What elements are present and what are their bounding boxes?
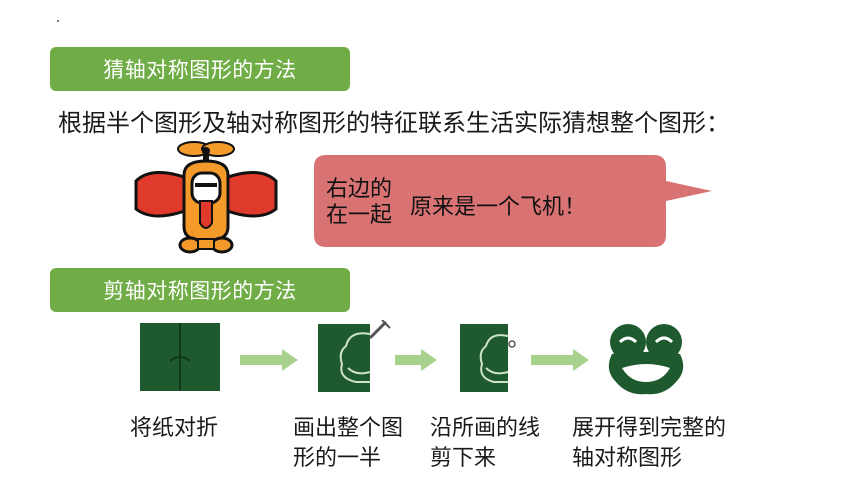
step-caption-line: 沿所画的线	[430, 416, 541, 441]
step-caption-line: 轴对称图形	[572, 446, 683, 471]
speech-bubble: 右边的 在一起 原来是一个飞机！	[314, 155, 714, 250]
folded-paper-image	[140, 323, 220, 395]
cut-along-line-image	[460, 324, 516, 396]
step-caption-draw: 画出整个图 形的一半	[293, 414, 403, 474]
step-caption-unfold: 展开得到完整的 轴对称图形	[572, 414, 726, 474]
intro-text: 根据半个图形及轴对称图形的特征联系生活实际猜想整个图形：	[58, 109, 730, 137]
section-title-guess-text: 猜轴对称图形的方法	[103, 58, 297, 82]
arrow-right-icon	[395, 349, 437, 375]
draw-half-image	[316, 319, 396, 396]
arrow-right-icon	[531, 349, 589, 375]
step-caption-line: 画出整个图	[293, 416, 404, 441]
step-caption-line: 剪下来	[430, 446, 497, 471]
section-title-guess: 猜轴对称图形的方法	[50, 47, 350, 91]
bubble-side-line2: 在一起	[326, 203, 393, 228]
step-caption-cut: 沿所画的线 剪下来	[430, 414, 540, 474]
frog-shape-image	[604, 320, 688, 400]
step-caption-line: 形的一半	[293, 446, 382, 471]
section-title-cut-text: 剪轴对称图形的方法	[103, 279, 297, 303]
section-title-cut: 剪轴对称图形的方法	[50, 268, 350, 312]
airplane-illustration	[132, 139, 280, 259]
step-caption-fold: 将纸对折	[130, 414, 218, 444]
arrow-right-icon	[240, 349, 298, 375]
decorative-dot	[57, 20, 59, 22]
bubble-main-text: 原来是一个飞机！	[410, 195, 587, 220]
bubble-side-line1: 右边的	[326, 177, 393, 202]
step-caption-line: 展开得到完整的	[572, 416, 727, 441]
bubble-side-text: 右边的 在一起	[326, 177, 392, 229]
step-caption-line: 将纸对折	[130, 416, 219, 441]
